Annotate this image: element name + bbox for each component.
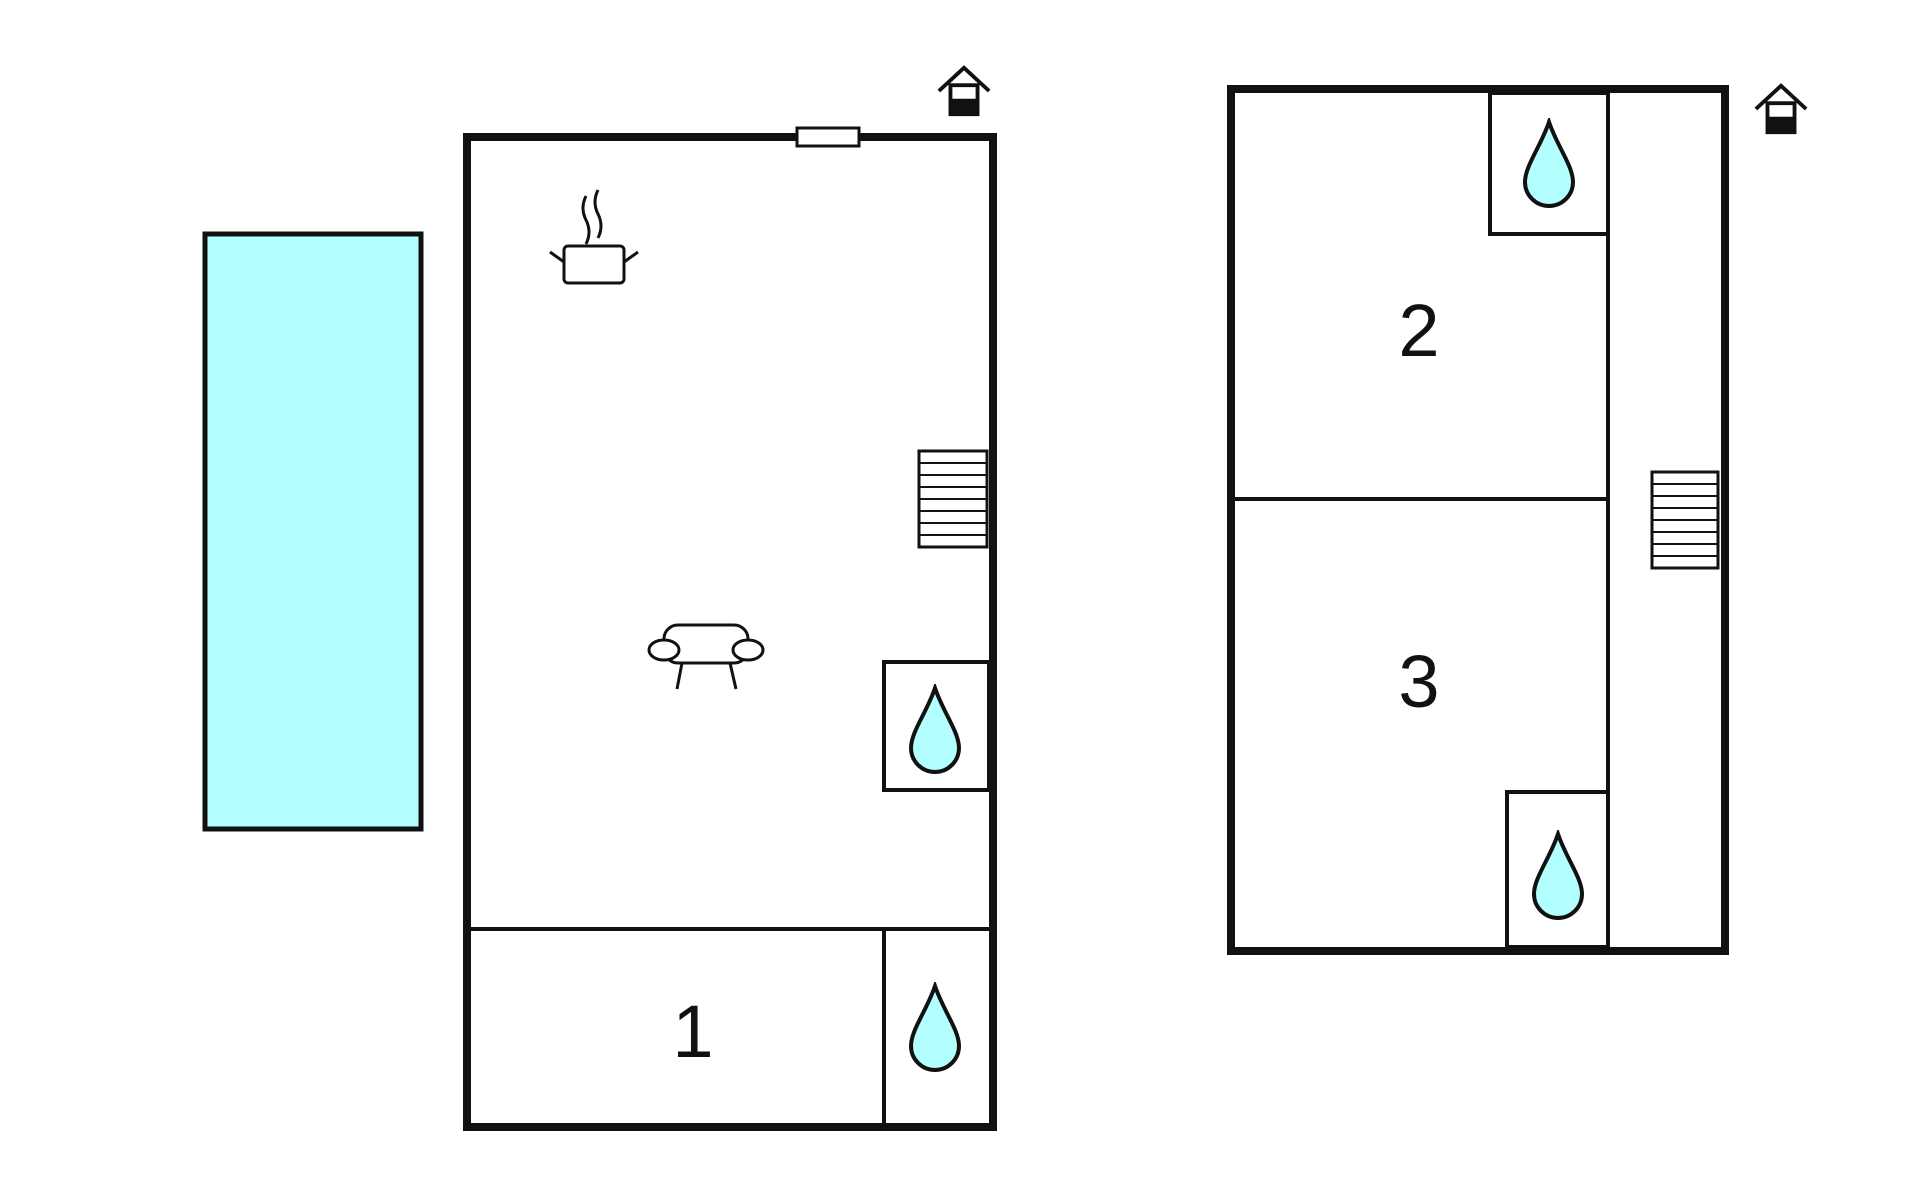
upper-floor: 2 3 <box>1227 83 1809 955</box>
swimming-pool <box>202 231 424 832</box>
house-entrance-icon <box>936 65 992 117</box>
room-label: 3 <box>1398 640 1439 723</box>
room-label: 1 <box>672 990 713 1073</box>
staircase-icon <box>1650 470 1720 570</box>
ground-floor: 1 <box>463 65 997 1131</box>
room-label: 2 <box>1398 289 1439 372</box>
sofa-icon <box>647 623 765 690</box>
cooking-pot-icon <box>549 189 639 285</box>
water-drop-icon <box>909 984 961 1072</box>
ground-floor-outer-wall <box>463 133 997 1131</box>
window <box>795 126 861 148</box>
upper-floor-outer-wall <box>1227 85 1729 955</box>
house-entrance-icon <box>1753 83 1809 135</box>
staircase-icon <box>917 449 989 549</box>
